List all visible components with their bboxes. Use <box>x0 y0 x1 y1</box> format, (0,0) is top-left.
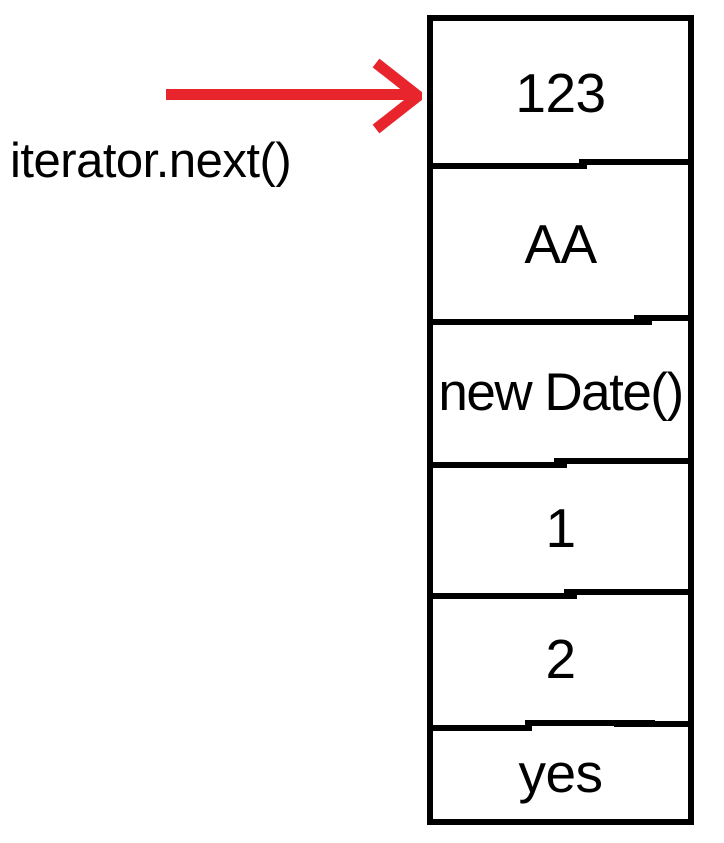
annotation-label: iterator.next() <box>10 134 292 188</box>
stack-cell[interactable]: 123 <box>433 21 688 166</box>
stack-cell[interactable]: new Date() <box>433 325 688 460</box>
arrow-shaft <box>166 89 414 100</box>
stack-container: 123 AA new Date() <box>427 15 694 825</box>
stack-cell-value: 1 <box>545 497 576 559</box>
stack-cell-value: AA <box>524 212 597 275</box>
stack-cell-value: new Date() <box>438 363 684 422</box>
stack-cell-value: 2 <box>545 628 576 690</box>
stack-cell[interactable]: yes <box>433 728 688 819</box>
stack-inner: 123 AA new Date() <box>427 21 694 819</box>
stack-cell[interactable]: 2 <box>433 597 688 722</box>
stack-cell-value: yes <box>518 742 603 804</box>
stack-cell[interactable]: 1 <box>433 466 688 591</box>
arrow-head-icon <box>370 58 422 134</box>
stack-cell[interactable]: AA <box>433 169 688 319</box>
stack-cell-value: 123 <box>515 62 606 124</box>
